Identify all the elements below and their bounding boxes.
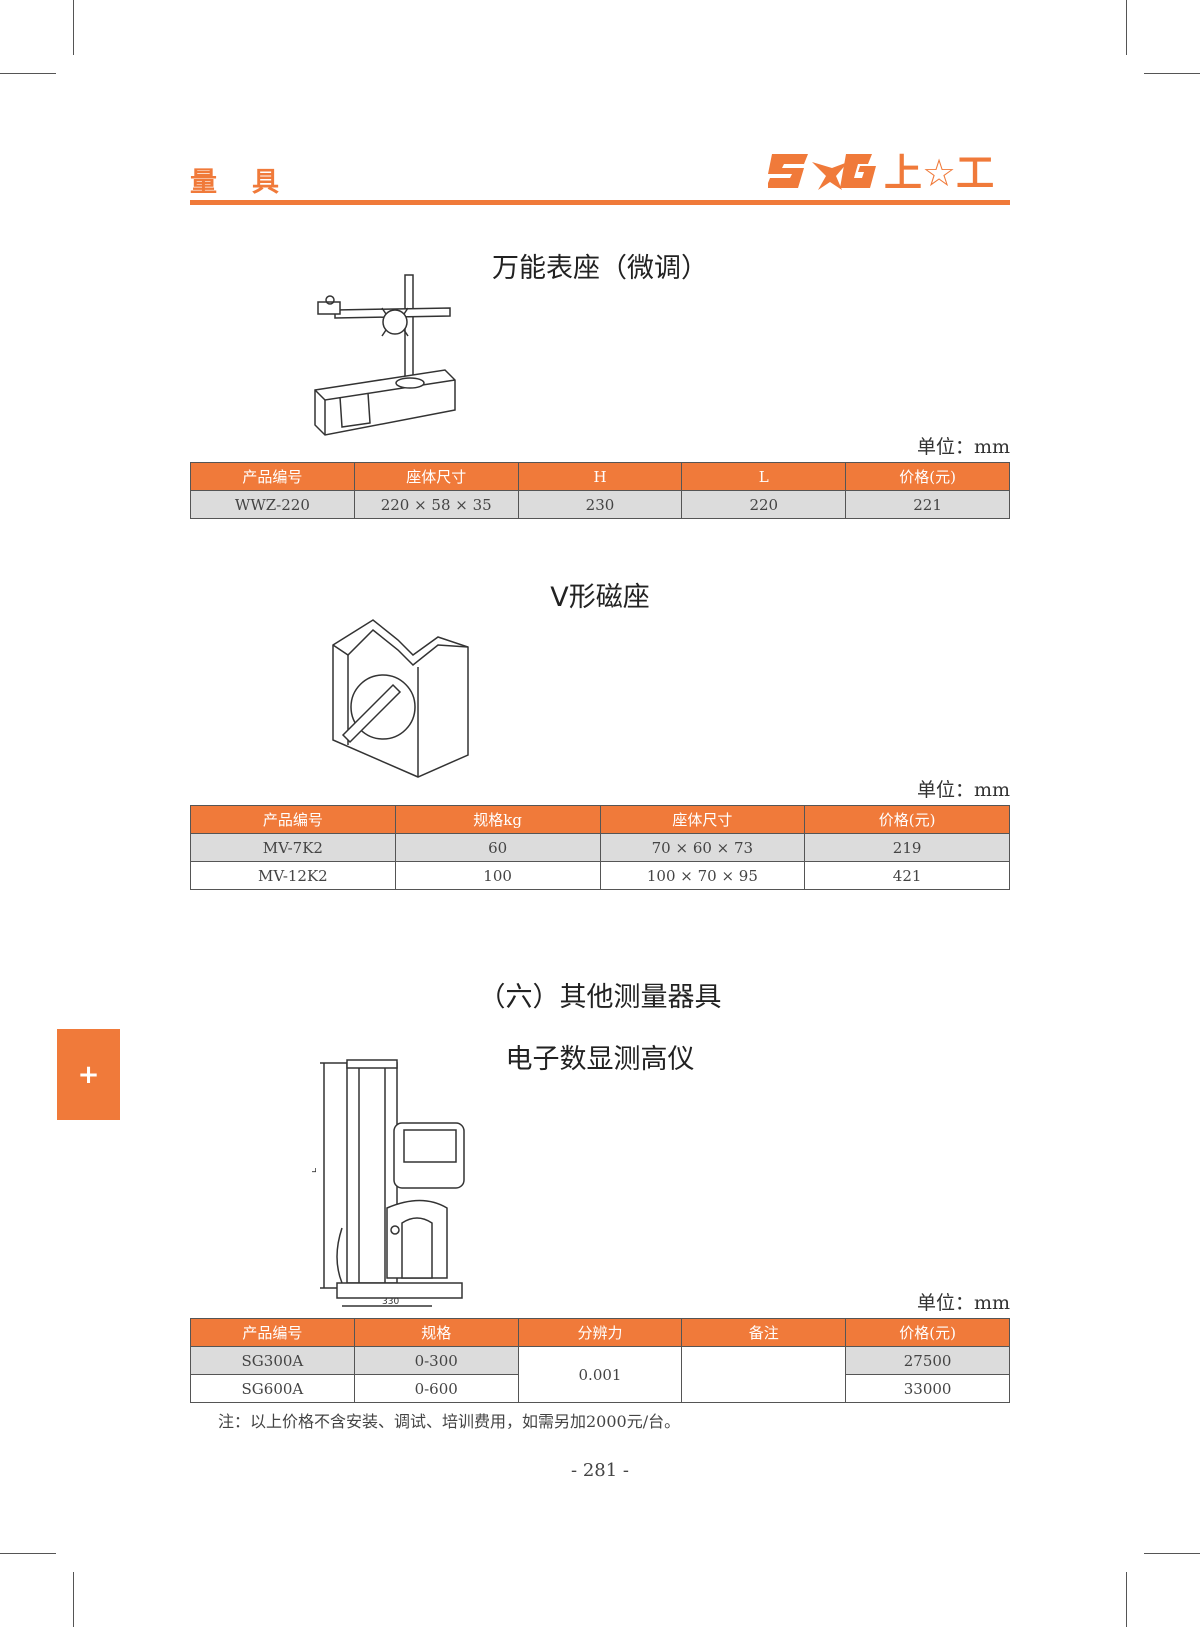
dial-stand-illustration <box>314 274 456 436</box>
column-header: 价格(元) <box>845 462 1010 491</box>
dimension-label-height: L <box>312 1168 319 1173</box>
column-header: 规格kg <box>394 805 601 834</box>
unit-label: 单位：mm <box>916 779 1010 801</box>
section-title: 万能表座（微调） <box>492 253 708 284</box>
crop-mark <box>73 1572 74 1627</box>
unit-label: 单位：mm <box>916 436 1010 458</box>
table-cell: 33000 <box>845 1374 1010 1403</box>
table-cell: SG300A <box>190 1346 355 1375</box>
brand-logo: 上☆工 <box>768 151 994 195</box>
crop-mark <box>1144 73 1200 74</box>
table-cell: 220 × 58 × 35 <box>353 490 519 519</box>
crop-mark <box>1144 1553 1200 1554</box>
column-header: 规格 <box>353 1318 519 1347</box>
table-cell <box>681 1346 847 1403</box>
v-magnetic-base-illustration <box>332 619 469 778</box>
table-cell: 421 <box>804 861 1010 890</box>
column-header: 座体尺寸 <box>353 462 519 491</box>
table-cell: MV-7K2 <box>190 833 396 862</box>
header-rule <box>190 200 1010 205</box>
side-tab-plus: + <box>57 1029 120 1120</box>
height-gauge-illustration: L 330 <box>312 1059 465 1307</box>
column-header: 产品编号 <box>190 1318 355 1347</box>
crop-mark <box>1126 0 1127 55</box>
unit-label: 单位：mm <box>916 1292 1010 1314</box>
table-row: MV-12K2 100 100 × 70 × 95 421 <box>190 861 1010 890</box>
crop-mark <box>0 1553 56 1554</box>
table-row: WWZ-220 220 × 58 × 35 230 220 221 <box>190 490 1010 519</box>
table-cell: 27500 <box>845 1346 1010 1375</box>
crop-mark <box>1126 1572 1127 1627</box>
column-header: 产品编号 <box>190 805 396 834</box>
table-cell: 0-300 <box>353 1346 519 1375</box>
column-header: 产品编号 <box>190 462 355 491</box>
category-heading: 量 具 <box>190 167 283 198</box>
price-note: 注：以上价格不含安装、调试、培训费用，如需另加2000元/台。 <box>218 1412 681 1431</box>
logo-text: 上☆工 <box>884 151 994 195</box>
table-cell: 219 <box>804 833 1010 862</box>
column-header: 座体尺寸 <box>599 805 806 834</box>
table-cell: 100 × 70 × 95 <box>599 861 806 890</box>
column-header: 价格(元) <box>804 805 1010 834</box>
table-cell: 70 × 60 × 73 <box>599 833 806 862</box>
spec-table-dial-stand: 产品编号 座体尺寸 H L 价格(元) WWZ-220 220 × 58 × 3… <box>190 462 1010 519</box>
column-header: 分辨力 <box>517 1318 683 1347</box>
table-cell: 100 <box>394 861 601 890</box>
table-cell: 60 <box>394 833 601 862</box>
table-row: SG300A 0-300 0.001 27500 <box>190 1346 1010 1403</box>
table-row: SG600A 0-600 33000 <box>190 1374 1010 1403</box>
column-header: L <box>681 462 847 491</box>
section-title: 电子数显测高仪 <box>505 1044 695 1075</box>
section-title: V形磁座 <box>550 582 650 613</box>
column-header: H <box>517 462 683 491</box>
table-cell: 230 <box>517 490 683 519</box>
column-header: 备注 <box>681 1318 847 1347</box>
crop-mark <box>0 73 56 74</box>
page-number: - 281 - <box>571 1460 629 1481</box>
table-cell: MV-12K2 <box>190 861 396 890</box>
table-cell: 220 <box>681 490 847 519</box>
column-header: 价格(元) <box>845 1318 1010 1347</box>
table-cell: SG600A <box>190 1374 355 1403</box>
spec-table-height-gauge: 产品编号 规格 分辨力 备注 价格(元) SG300A 0-300 0.001 … <box>190 1318 1010 1403</box>
section-heading: （六）其他测量器具 <box>478 982 722 1013</box>
table-cell: 221 <box>845 490 1010 519</box>
table-cell: WWZ-220 <box>190 490 355 519</box>
table-cell: 0-600 <box>353 1374 519 1403</box>
dimension-label-width: 330 <box>382 1297 399 1307</box>
table-row: MV-7K2 60 70 × 60 × 73 219 <box>190 833 1010 862</box>
crop-mark <box>73 0 74 55</box>
table-cell: 0.001 <box>517 1346 683 1403</box>
spec-table-v-magnetic-base: 产品编号 规格kg 座体尺寸 价格(元) MV-7K2 60 70 × 60 ×… <box>190 805 1010 890</box>
